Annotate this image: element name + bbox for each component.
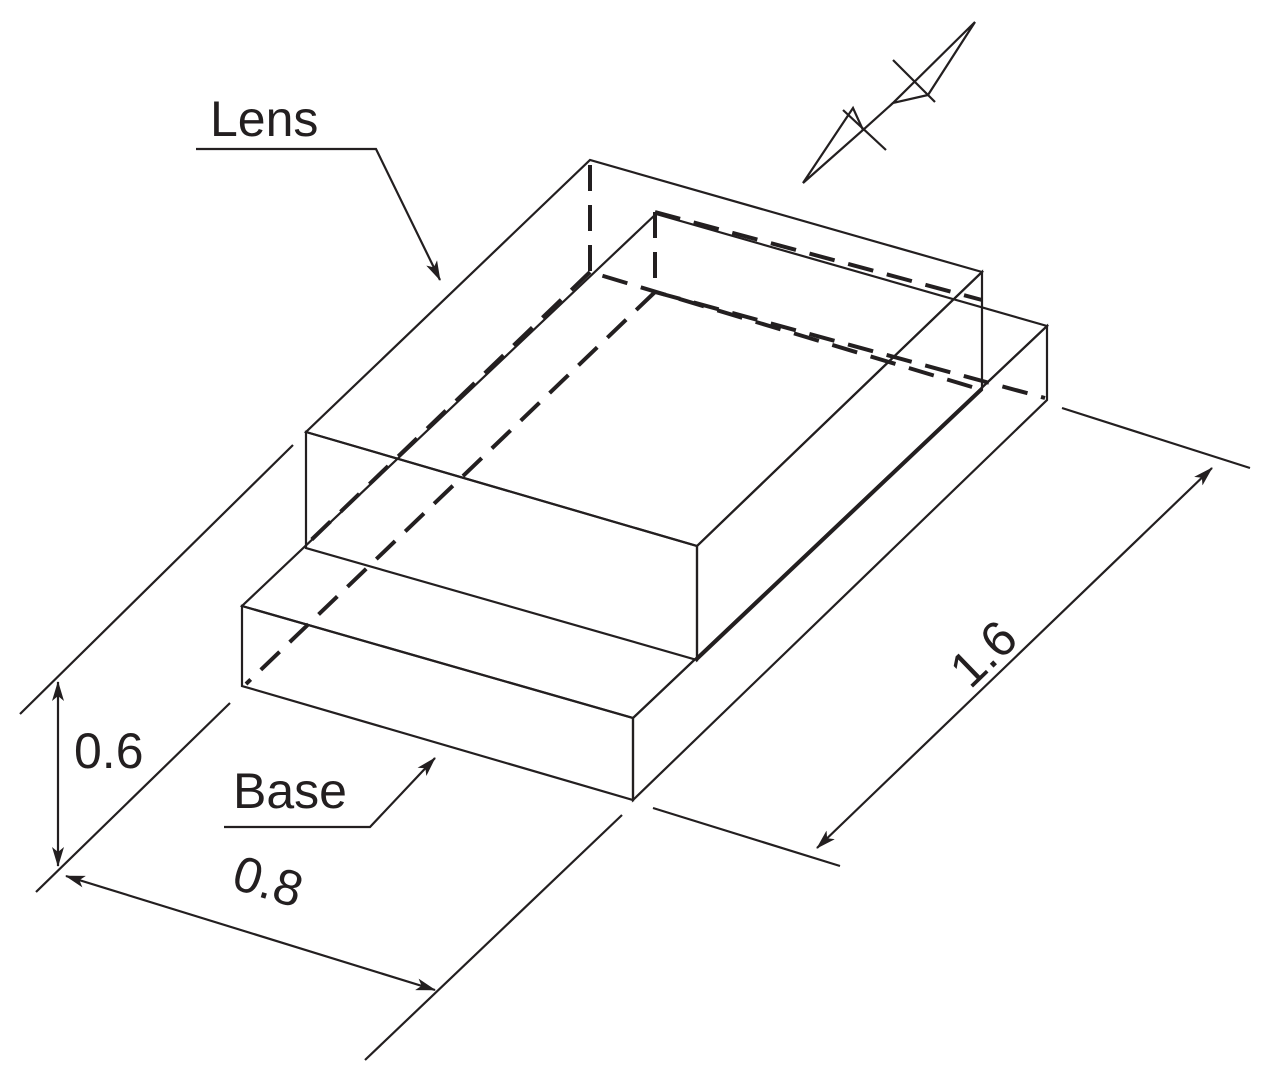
length-label: 1.6: [939, 609, 1028, 698]
base-side-face: [631, 323, 1049, 803]
base-leader: [224, 757, 436, 829]
lens-front-face: [304, 430, 699, 662]
extension-lines: [19, 406, 1251, 1061]
base-block: [239, 212, 1050, 803]
width-label: 0.8: [227, 845, 310, 919]
height-label: 0.6: [74, 723, 144, 779]
width-dimension-line: [65, 874, 436, 992]
lens-top-face: [303, 158, 985, 548]
lens-block: [303, 158, 985, 663]
base-label: Base: [233, 763, 347, 819]
direction-arrow-icon: [802, 21, 976, 184]
hidden-edges: [244, 165, 1046, 686]
length-dimension-line: [816, 467, 1213, 849]
lens-label: Lens: [210, 91, 318, 147]
lens-leader: [196, 147, 441, 281]
